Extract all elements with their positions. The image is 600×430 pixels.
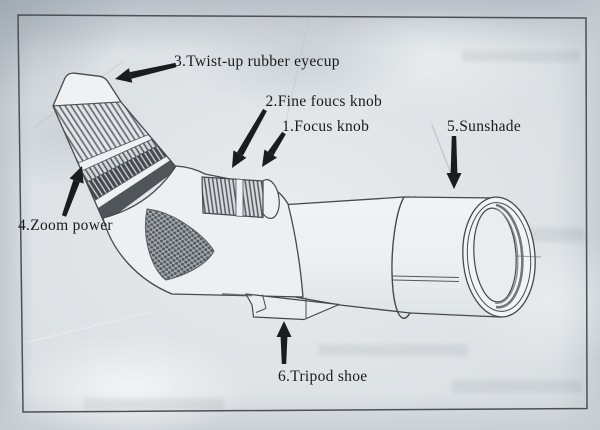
label-eyecup: 3.Twist-up rubber eyecup <box>174 53 340 70</box>
arrow-to-focus-knob <box>262 131 286 167</box>
pointer-arrows <box>61 62 462 364</box>
arrow-to-eyecup <box>115 62 177 83</box>
grip-texture <box>145 208 215 281</box>
zoom-ring <box>86 145 167 201</box>
ring-smooth <box>78 134 153 171</box>
band-boundary <box>52 101 122 107</box>
band-boundary <box>97 160 171 209</box>
rim-inner-line <box>466 202 532 312</box>
focus-knob-assembly <box>201 176 280 219</box>
base-ring <box>98 160 178 224</box>
label-zoom-power: 4.Zoom power <box>18 217 113 234</box>
arrow-head <box>446 173 462 189</box>
arrow-head <box>115 68 133 83</box>
eyepiece-edge <box>120 101 179 170</box>
eyepiece-assembly <box>52 72 179 224</box>
arrow-shaft <box>450 136 458 173</box>
label-fine-focus-knob: 2.Fine foucs knob <box>266 93 383 110</box>
sunshade-rail-lines <box>221 255 542 297</box>
ring-smooth <box>94 155 171 209</box>
objective-lens <box>462 196 536 318</box>
arrow-shaft <box>129 62 177 79</box>
eyepiece-edge <box>52 105 106 224</box>
lens-inner-wall-shading <box>494 208 519 304</box>
band-boundary <box>86 145 159 183</box>
fine-focus-knob <box>201 176 264 219</box>
arrow-head <box>262 149 277 167</box>
arrow-shaft <box>237 108 267 156</box>
lens-opening <box>473 207 517 303</box>
focus-knob-divider-ring <box>235 178 244 217</box>
band-boundary <box>81 138 153 172</box>
arrow-shaft <box>280 337 288 364</box>
arrow-shaft <box>267 131 286 156</box>
lens-inner-wall-shading <box>495 203 524 309</box>
arrow-head <box>276 321 292 337</box>
diagram-frame <box>17 14 588 413</box>
arrow-to-tripod-shoe <box>276 321 292 364</box>
paper-wrinkle-shadow <box>185 3 425 113</box>
band-boundary <box>94 155 167 202</box>
spotting-scope-illustration <box>52 72 542 321</box>
arrow-shaft <box>61 179 80 217</box>
band-boundary <box>77 134 149 164</box>
print-through-smudges <box>84 50 584 410</box>
label-sunshade: 5.Sunshade <box>447 118 521 135</box>
arrow-head <box>232 150 247 168</box>
tripod-shoe <box>245 293 340 321</box>
arrow-to-fine-focus-knob <box>232 108 267 168</box>
eyecup <box>52 72 122 107</box>
ring-ribbed <box>81 139 158 183</box>
label-focus-knob: 1.Focus knob <box>282 118 369 135</box>
arrow-to-zoom-ring <box>61 166 84 217</box>
label-tripod-shoe: 6.Tripod shoe <box>278 368 367 385</box>
part-labels: 1.Focus knob 2.Fine foucs knob 3.Twist-u… <box>18 53 521 385</box>
arrow-head <box>69 166 84 184</box>
eyecup-twist-knurl <box>53 102 149 163</box>
arrow-to-sunshade <box>446 136 462 189</box>
